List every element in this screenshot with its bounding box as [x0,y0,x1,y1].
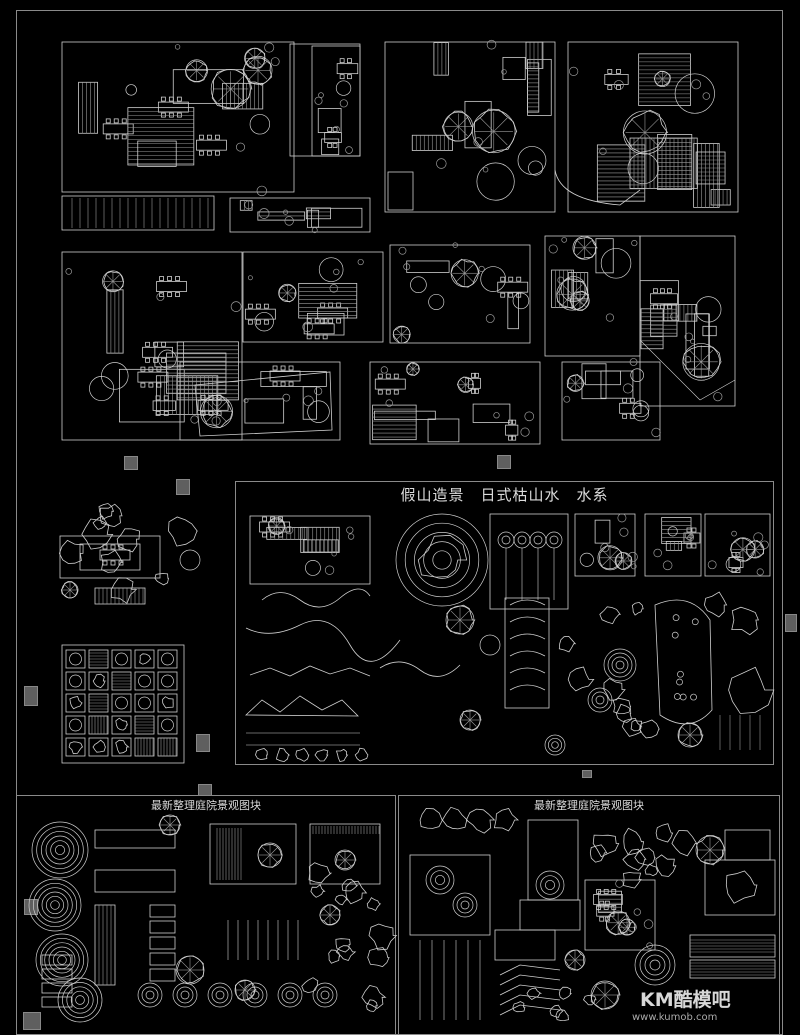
rockery-panel [235,481,774,765]
grip-handle[interactable] [24,686,38,706]
grip-handle[interactable] [497,455,511,469]
rockery-panel-title: 假山造景 日式枯山水 水系 [400,486,609,504]
grip-handle[interactable] [198,784,212,796]
bottom-left-panel-title: 最新整理庭院景观图块 [151,799,261,812]
grip-handle[interactable] [124,456,138,470]
watermark-brand: KM酷模吧 [640,989,731,1011]
grip-handle[interactable] [176,479,190,495]
grip-handle[interactable] [785,614,797,632]
grip-handle[interactable] [196,734,210,752]
watermark-site: www.kumob.com [632,1012,718,1023]
grip-handle[interactable] [23,1012,41,1030]
grip-handle[interactable] [582,770,592,778]
bottom-right-panel-title: 最新整理庭院景观图块 [534,799,644,812]
